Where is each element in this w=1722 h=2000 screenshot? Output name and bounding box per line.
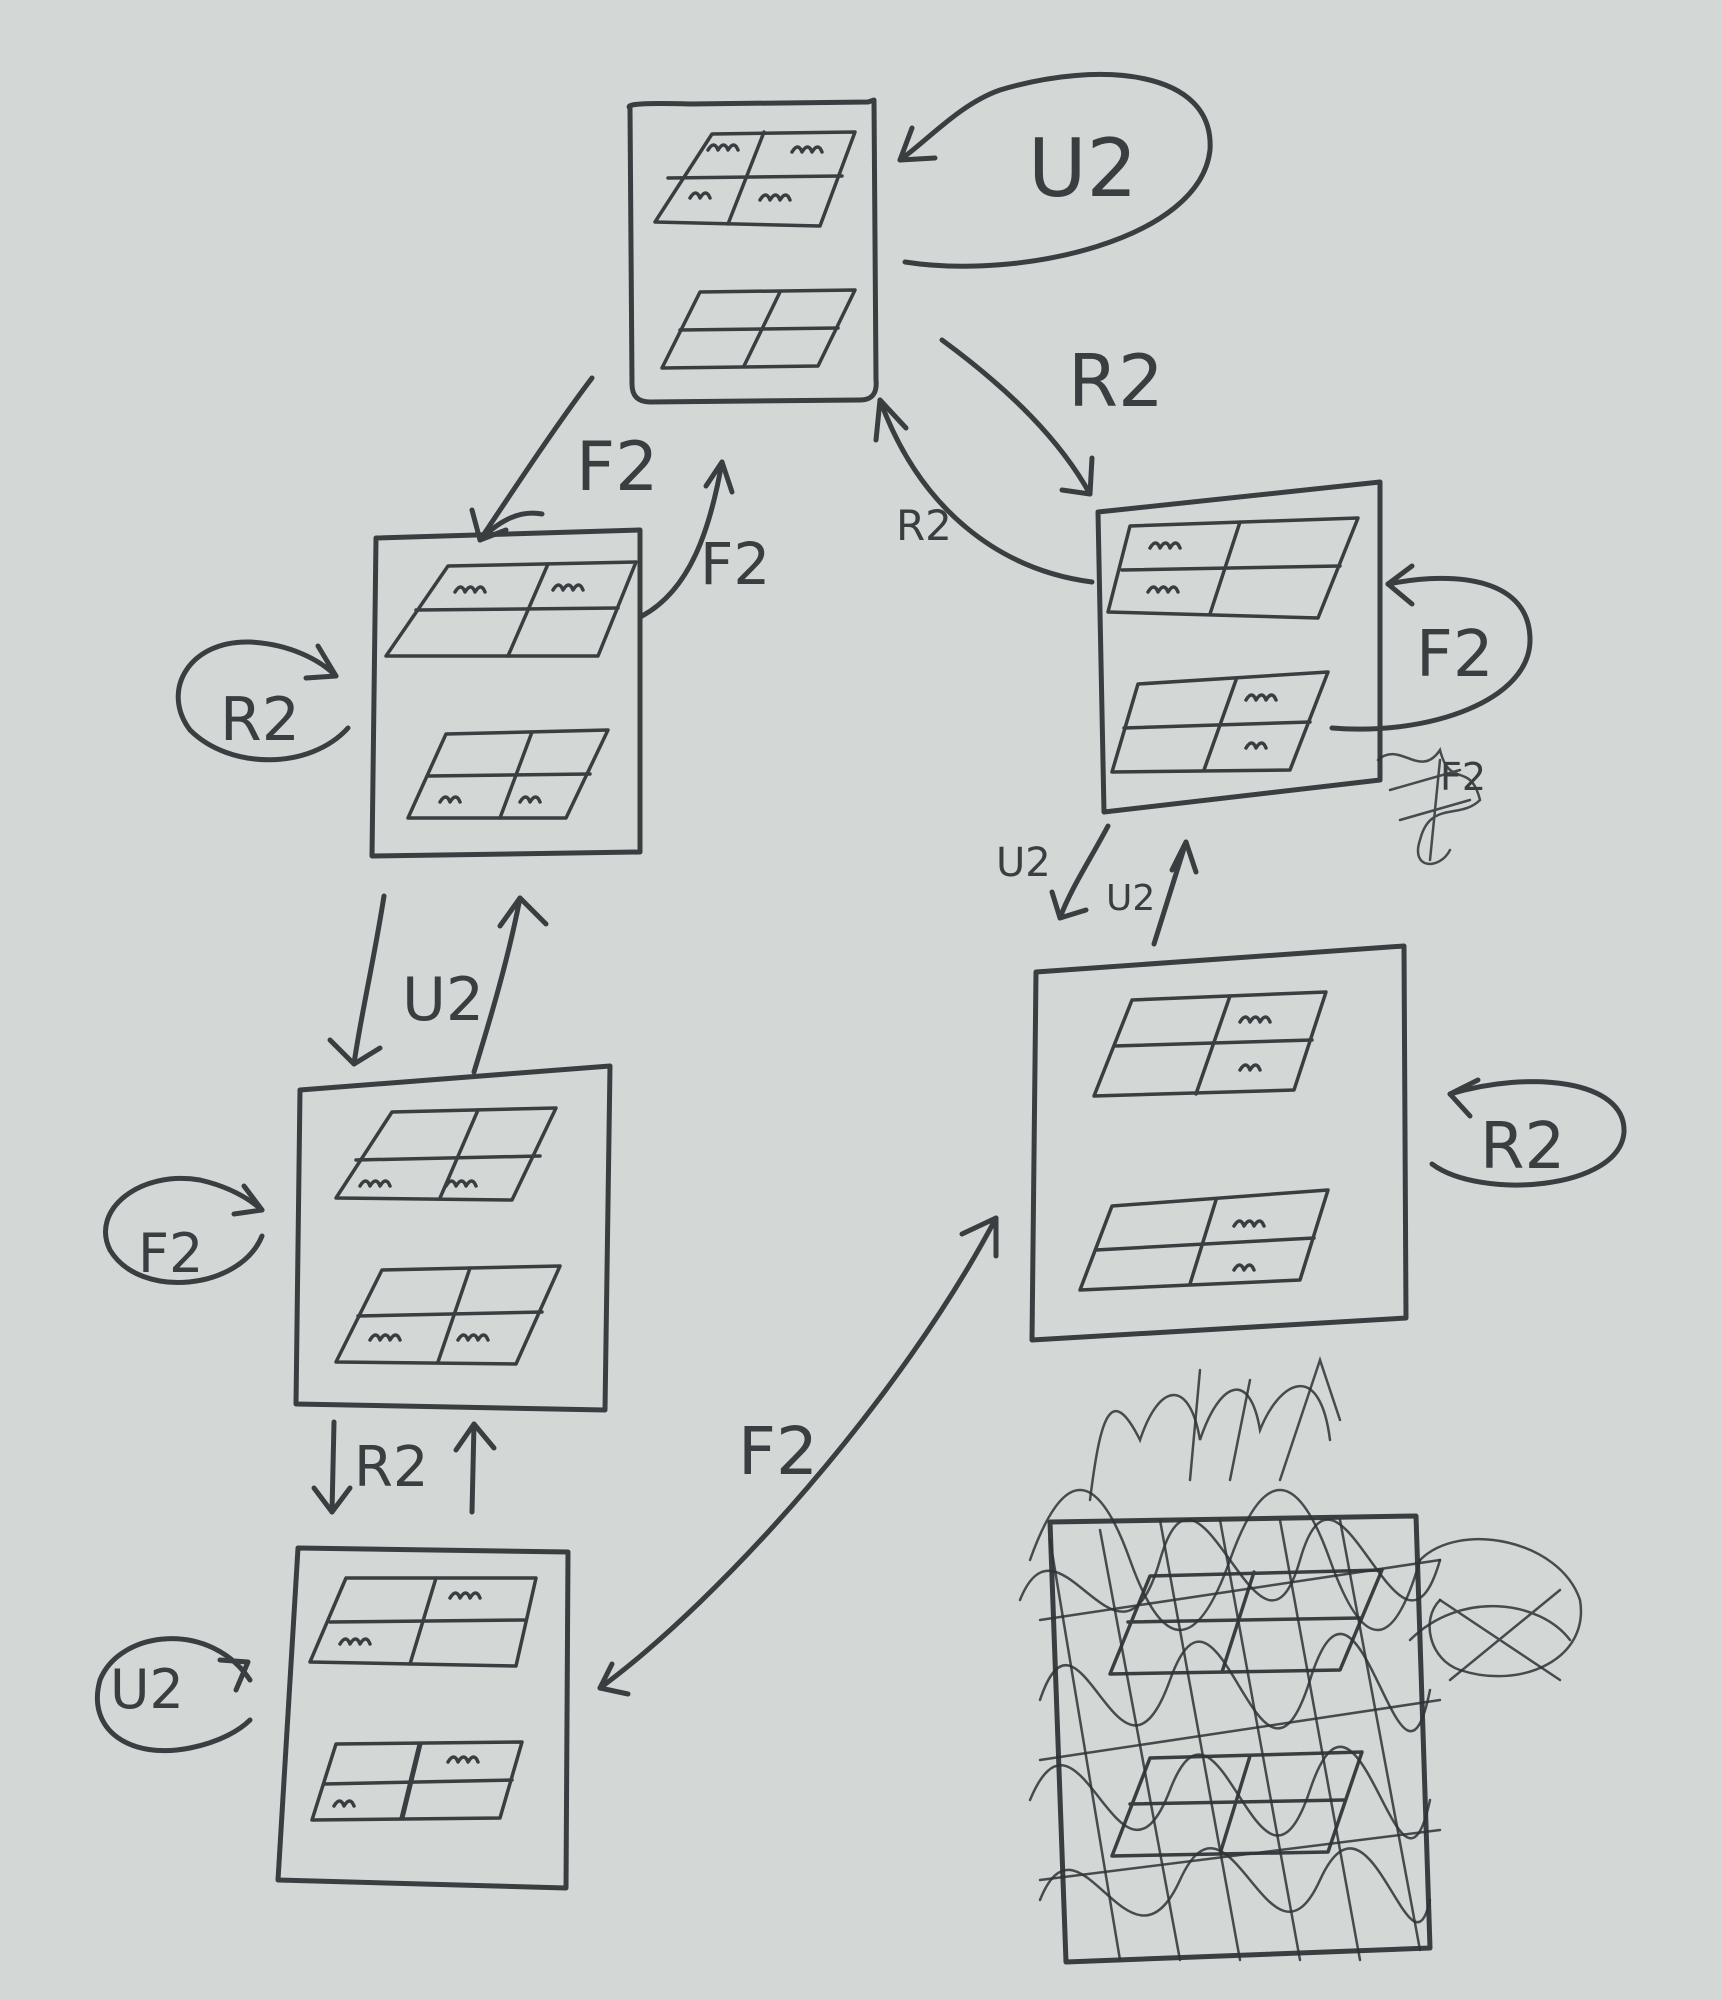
arrow-right-upper-to-right-middle (1049, 823, 1111, 921)
arrow-left-middle-self-loop (103, 1176, 265, 1285)
label-right-upper-to-top: R2 (896, 501, 952, 550)
state-top (626, 97, 879, 405)
grid-right-middle-bottom (1078, 1188, 1330, 1292)
label-left-bottom-self: U2 (110, 1658, 184, 1721)
state-left-upper (369, 527, 643, 859)
grid-left-upper-top (384, 560, 638, 658)
label-right-upper-scribble: F2 (1440, 755, 1486, 799)
state-right-bottom-box (1047, 1513, 1433, 1965)
arrow-right-middle-to-right-upper (1151, 839, 1199, 947)
label-left-upper-left-middle: U2 (402, 965, 484, 1035)
state-right-middle (1029, 943, 1409, 1343)
state-left-bottom-box (275, 1545, 571, 1891)
arrow-left-bottom-to-left-middle (453, 1421, 497, 1515)
label-right-middle-self: R2 (1480, 1110, 1565, 1184)
grid-top-lower (660, 288, 857, 370)
state-right-upper (1095, 479, 1383, 815)
arrow-left-bottom-to-right-middle (597, 1215, 999, 1697)
grid-right-upper-top (1106, 516, 1360, 620)
grid-left-bottom-top (308, 1576, 538, 1668)
arrow-left-middle-to-left-upper (471, 895, 549, 1075)
scribble-over-state (1018, 1356, 1583, 1962)
label-left-middle-left-bottom: R2 (354, 1435, 429, 1500)
arrow-left-bottom-self-loop (95, 1636, 253, 1754)
arrow-left-upper-to-left-middle (327, 893, 387, 1067)
state-left-middle (293, 1063, 613, 1413)
grid-left-upper-bottom (406, 728, 610, 820)
arrow-top-to-left-upper (469, 375, 595, 543)
grid-top-upper (653, 130, 857, 228)
arrow-left-middle-to-left-bottom (311, 1419, 353, 1515)
grid-right-bottom-bottom (1110, 1750, 1364, 1858)
label-left-bottom-right-middle: F2 (738, 1413, 818, 1490)
arrow-top-to-right-upper (939, 337, 1095, 497)
grid-right-upper-bottom (1110, 670, 1330, 774)
label-right-upper-self: F2 (1416, 618, 1494, 692)
label-top-self: U2 (1028, 122, 1137, 215)
state-left-upper-box (369, 527, 643, 859)
state-right-upper-box (1095, 479, 1383, 815)
label-top-left-a: F2 (576, 428, 658, 507)
arrow-right-middle-self-loop (1429, 1077, 1627, 1188)
scribbled-label-right-upper (1376, 746, 1482, 866)
arrow-right-upper-to-top (873, 397, 1095, 585)
label-right-upper-right-middle-a: U2 (996, 840, 1051, 886)
label-left-middle-self: F2 (138, 1222, 203, 1285)
grid-right-middle-top (1092, 990, 1328, 1098)
label-left-upper-self: R2 (220, 685, 300, 755)
state-left-bottom (275, 1545, 571, 1891)
state-top-box (626, 97, 879, 405)
label-top-to-right-upper: R2 (1068, 339, 1164, 423)
arrow-left-upper-to-top (639, 459, 735, 619)
arrow-top-self-loop (897, 71, 1213, 269)
label-right-upper-right-middle-b: U2 (1106, 878, 1155, 919)
arrow-right-upper-self-loop (1329, 563, 1533, 732)
state-right-middle-box (1029, 943, 1409, 1343)
grid-left-bottom-bottom (310, 1740, 524, 1822)
state-left-middle-box (293, 1063, 613, 1413)
arrow-left-upper-self-loop (175, 639, 351, 763)
grid-left-middle-bottom (334, 1264, 562, 1366)
grid-left-middle-top (334, 1106, 558, 1202)
state-right-bottom-crossed-out (1018, 1356, 1583, 1965)
label-top-left-b: F2 (700, 530, 770, 598)
